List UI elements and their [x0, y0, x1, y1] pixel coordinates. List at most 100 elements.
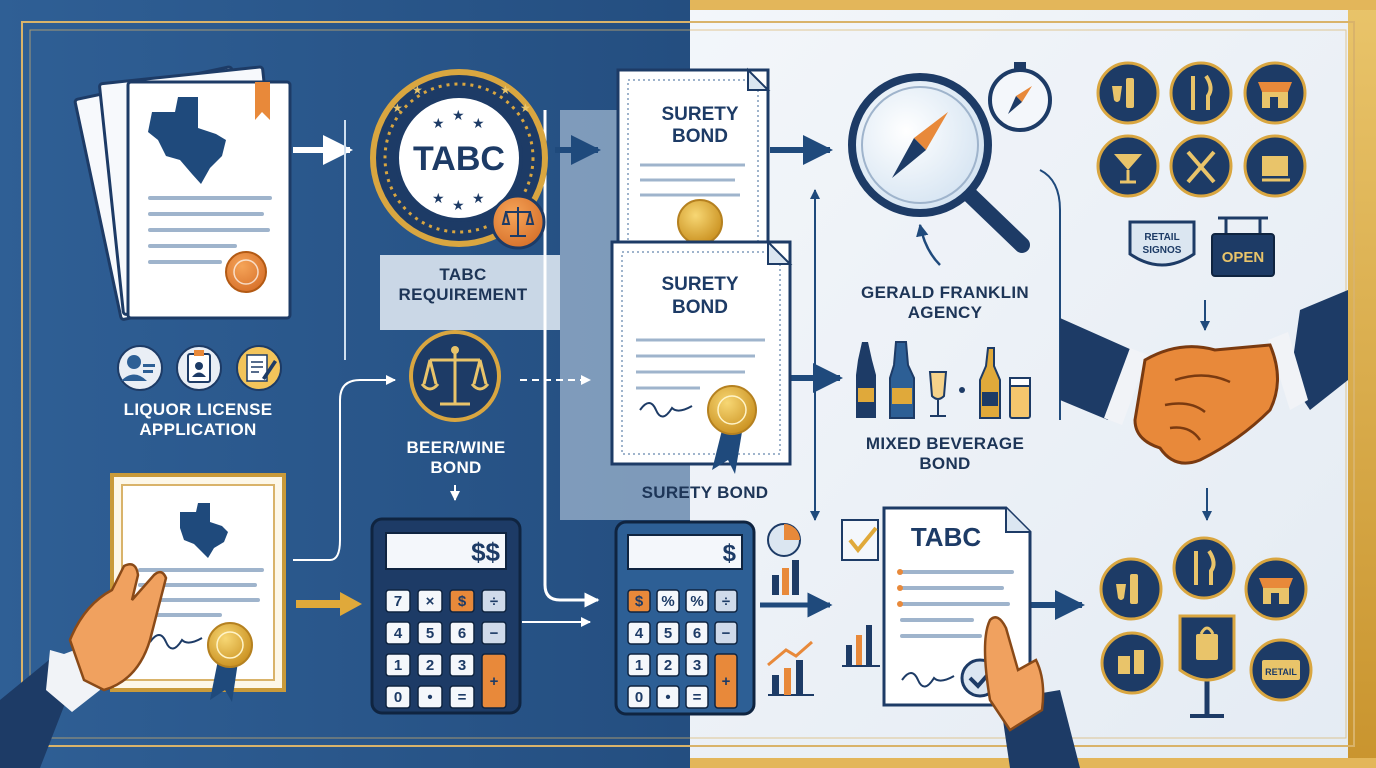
fork-knife-icon: [1169, 61, 1233, 125]
calculator-left-key-label: 3: [458, 657, 466, 674]
svg-text:RETAIL: RETAIL: [1144, 232, 1179, 243]
gold-edge: [1348, 0, 1376, 768]
beer-wine-bond-label: BEER/WINE BOND: [406, 438, 506, 477]
calculator-left-key: [449, 653, 475, 677]
gerald-franklin-agency-label: GERALD FRANKLIN AGENCY: [861, 283, 1029, 322]
magnifying-glass-icon: [848, 73, 1030, 253]
beer-wine-bond-scales-icon: [409, 330, 501, 422]
calculator-left-key: [449, 589, 475, 613]
calculator-right-key: [656, 685, 680, 709]
calculator-left-key: [417, 685, 443, 709]
inner-border: [29, 29, 1347, 739]
open-sign-text: OPEN: [1222, 249, 1265, 266]
calculator-left-key: [385, 589, 411, 613]
calculator-right-key: [627, 685, 651, 709]
calculator-left-key-label: +: [490, 673, 499, 690]
tabc-seal: TABC ★★★ ★★★ ★★★★: [370, 69, 548, 250]
gold-top-strip: [690, 0, 1376, 10]
surety-bond-certificate-top: SURETY BOND: [616, 67, 771, 262]
calculator-right-key-label: %: [661, 593, 674, 610]
bar-chart-small-icon: [842, 625, 880, 667]
calculator-left-key: [417, 653, 443, 677]
calculator-right-key-label: 0: [635, 689, 643, 706]
svg-text:★: ★: [412, 83, 423, 97]
calculator-right-key: [685, 653, 709, 677]
calculator-right-key-label: •: [665, 689, 670, 706]
calculator-right-key: [627, 653, 651, 677]
tabc-requirement-label: TABC REQUIREMENT: [398, 265, 528, 304]
texas-map-icon: [148, 97, 226, 184]
calculator-right-key-label: 2: [664, 657, 672, 674]
seal-icon: [225, 251, 267, 293]
retail-badge-icon: RETAIL: [1249, 638, 1313, 702]
application-document-stack: [73, 65, 292, 321]
crossed-utensils-icon: [1169, 134, 1233, 198]
calculator-right-key-label: +: [722, 673, 731, 690]
calculator-left-key: [417, 589, 443, 613]
texas-map-icon: [180, 503, 228, 558]
calculator-right-key: [685, 621, 709, 645]
calculator-right-key: [627, 589, 651, 613]
calculator-left-key-label: $: [458, 593, 467, 610]
compass-needle-icon: [914, 112, 948, 150]
svg-text:★: ★: [520, 101, 531, 115]
bar-chart-icon: [772, 560, 799, 595]
calculator-right-key-label: 3: [693, 657, 701, 674]
calculator-right-key-label: %: [690, 593, 703, 610]
calculator-right-key-label: $: [635, 593, 644, 610]
liquor-license-application-label: LIQUOR LICENSE APPLICATION: [123, 400, 273, 439]
handshake-icon: [1060, 290, 1348, 465]
calculator-left-key-label: −: [490, 625, 499, 642]
calculator-right-key: [714, 589, 738, 613]
growth-chart-icon: [767, 640, 814, 696]
calculator-left-key: [385, 621, 411, 645]
calculator-left-key-label: 7: [394, 593, 402, 610]
calculator-right-key: [656, 653, 680, 677]
calculator-right-key: [656, 621, 680, 645]
calculator-left-key: [481, 653, 507, 709]
chart-icons: [767, 519, 880, 696]
calculator-right-key: [714, 653, 738, 709]
requirement-wash: [380, 255, 560, 330]
shopping-bag-sign-icon: [1178, 614, 1236, 718]
surety-bond-certificate-bottom: SURETY BOND: [610, 239, 793, 474]
hand-holding-tabc-document: [983, 616, 1080, 768]
calculator-left-key-label: 1: [394, 657, 402, 674]
calculator-right-key: [685, 589, 709, 613]
open-sign: OPEN: [1211, 216, 1275, 277]
drinks-icon: [1100, 631, 1164, 695]
calculator-right-key: [714, 621, 738, 645]
svg-text:★: ★: [500, 83, 511, 97]
signature-scribble: [639, 402, 693, 418]
surety-bond-caption: SURETY BOND: [641, 483, 769, 502]
svg-text:★: ★: [432, 190, 445, 206]
gold-medal-icon: [207, 622, 253, 668]
calculator-left-key: [449, 685, 475, 709]
business-icons-bottom: RETAIL: [1099, 536, 1313, 718]
retail-signs-shield: RETAIL SIGNOS: [1128, 220, 1196, 267]
calculator-right-key: [627, 621, 651, 645]
calculator-right-key-label: ÷: [722, 593, 730, 610]
surety-bond-bottom-title-1: SURETY: [661, 274, 738, 295]
hand-holding-certificate: [0, 563, 168, 768]
calculator-left-key: [481, 589, 507, 613]
retail-badge-text: RETAIL: [1265, 667, 1297, 677]
surety-bond-bottom-title-2: BOND: [672, 297, 728, 318]
calculator-right-key-label: 6: [693, 625, 701, 642]
calculator-right-key: [685, 685, 709, 709]
calculator-left-key-label: 2: [426, 657, 434, 674]
svg-text:★: ★: [452, 197, 465, 213]
calculator-left-key: [385, 653, 411, 677]
calculator-left-key-label: 6: [458, 625, 466, 642]
storefront-icon: [1244, 557, 1308, 621]
svg-text:★: ★: [472, 115, 485, 131]
calculator-right-key-label: −: [722, 625, 731, 642]
svg-text:★: ★: [472, 190, 485, 206]
mixed-beverage-bond-label: MIXED BEVERAGE BOND: [865, 434, 1025, 473]
surety-bond-top-title-1: SURETY: [661, 104, 738, 125]
calculator-left-key-label: 0: [394, 689, 402, 706]
